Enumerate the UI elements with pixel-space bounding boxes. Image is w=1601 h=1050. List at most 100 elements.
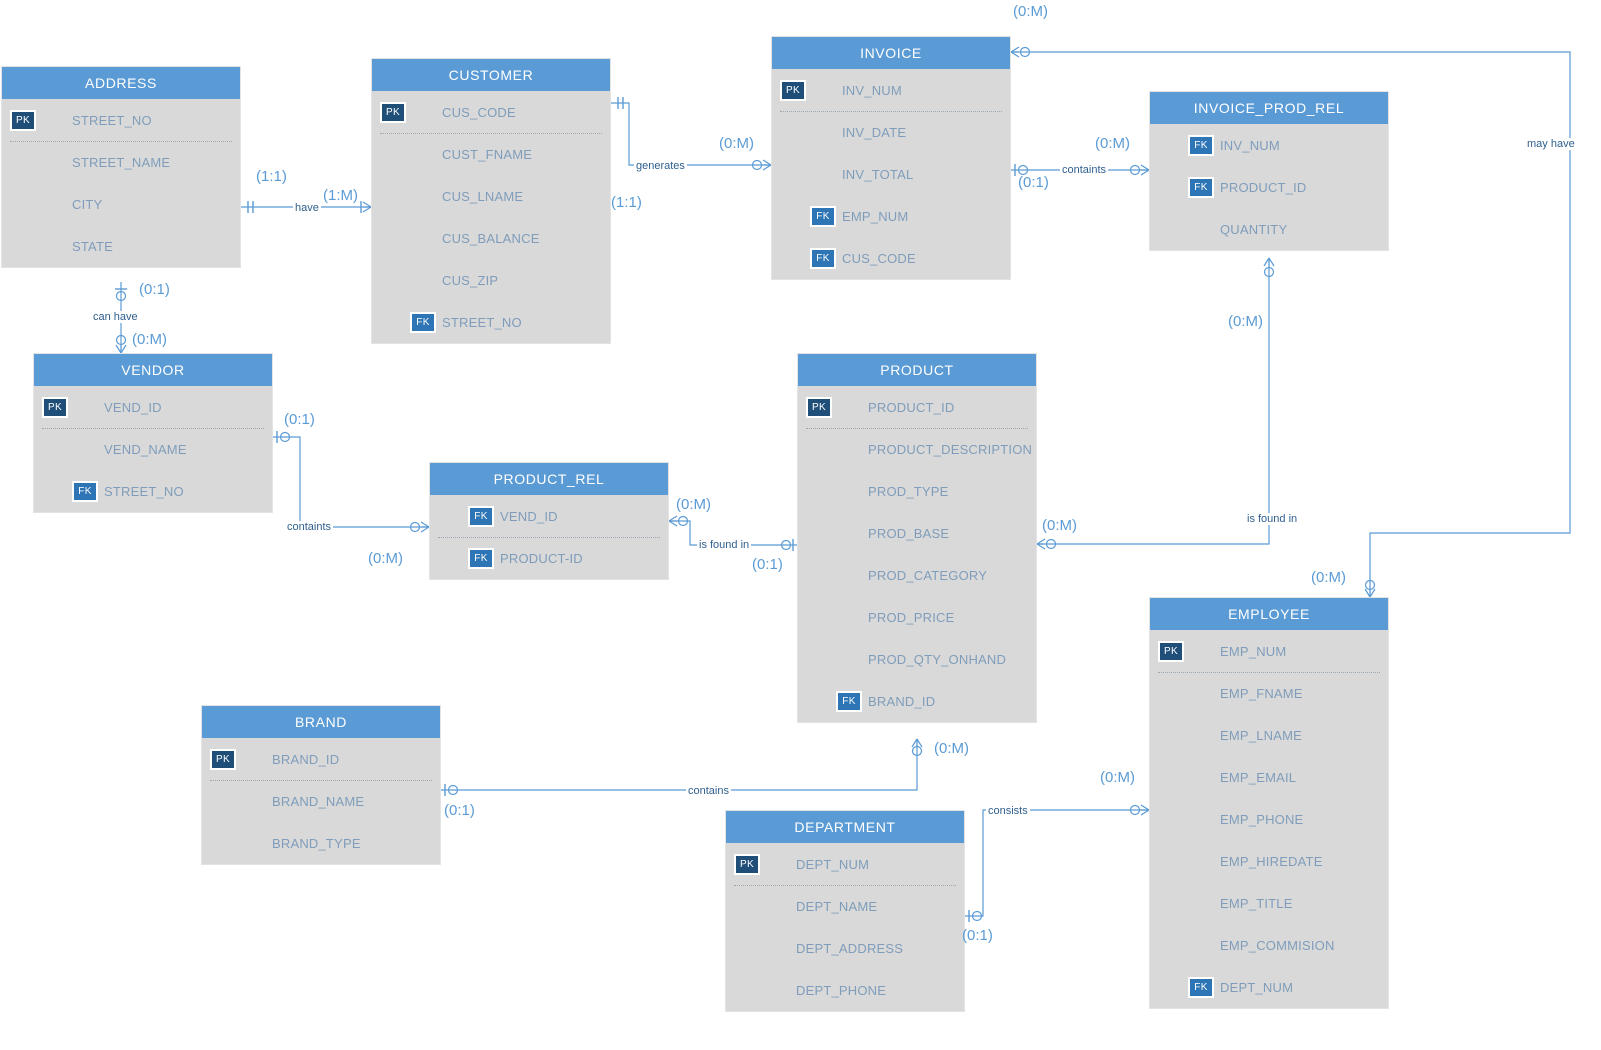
entity-title-customer: CUSTOMER xyxy=(372,59,610,91)
pk-separator xyxy=(10,141,232,142)
attribute-name: VEND_ID xyxy=(500,508,558,524)
attribute-row[interactable]: EMP_COMMISION xyxy=(1150,924,1388,966)
entity-title-product: PRODUCT xyxy=(798,354,1036,386)
attribute-name: VEND_ID xyxy=(104,399,162,415)
entity-title-invoice_prod_rel: INVOICE_PROD_REL xyxy=(1150,92,1388,124)
attribute-row[interactable]: QUANTITY xyxy=(1150,208,1388,250)
attribute-row[interactable]: PROD_BASE xyxy=(798,512,1036,554)
attribute-row[interactable]: CUST_FNAME xyxy=(372,133,610,175)
attribute-name: EMP_LNAME xyxy=(1220,727,1302,743)
entity-title-product_rel: PRODUCT_REL xyxy=(430,463,668,495)
attribute-row[interactable]: DEPT_PHONE xyxy=(726,969,964,1011)
attribute-row[interactable]: EMP_FNAME xyxy=(1150,672,1388,714)
attribute-row[interactable]: FK VEND_ID xyxy=(430,495,668,537)
attribute-name: DEPT_NUM xyxy=(1220,979,1294,995)
cardinality-c-product-right: (0:M) xyxy=(1042,517,1077,534)
cardinality-c-prodrel-01: (0:1) xyxy=(752,556,783,573)
relationship-verb-may-have: may have xyxy=(1525,138,1577,150)
cardinality-c-invoice-ipr-m: (0:M) xyxy=(1095,135,1130,152)
attribute-row[interactable]: BRAND_NAME xyxy=(202,780,440,822)
attribute-row[interactable]: DEPT_ADDRESS xyxy=(726,927,964,969)
attribute-row[interactable]: CITY xyxy=(2,183,240,225)
cardinality-c-vendor-01: (0:1) xyxy=(284,411,315,428)
attribute-row[interactable]: PROD_PRICE xyxy=(798,596,1036,638)
fk-badge-icon: FK xyxy=(468,505,494,527)
relationship-verb-have: have xyxy=(293,202,321,214)
attribute-name: EMP_HIREDATE xyxy=(1220,853,1323,869)
attribute-name: CITY xyxy=(72,196,103,212)
attribute-name: PROD_TYPE xyxy=(868,483,949,499)
pk-separator xyxy=(210,780,432,781)
pk-badge-icon: PK xyxy=(806,396,832,418)
cardinality-c-emp-top: (0:M) xyxy=(1311,569,1346,586)
attribute-row[interactable]: VEND_NAME xyxy=(34,428,272,470)
attribute-row[interactable]: INV_DATE xyxy=(772,111,1010,153)
attribute-row[interactable]: CUS_ZIP xyxy=(372,259,610,301)
relationship-verb-can-have: can have xyxy=(91,311,140,323)
entity-title-vendor: VENDOR xyxy=(34,354,272,386)
attribute-row[interactable]: STREET_NAME xyxy=(2,141,240,183)
attribute-row[interactable]: CUS_BALANCE xyxy=(372,217,610,259)
attribute-name: DEPT_PHONE xyxy=(796,982,887,998)
attribute-row[interactable]: PRODUCT_DESCRIPTION xyxy=(798,428,1036,470)
attribute-row[interactable]: CUS_LNAME xyxy=(372,175,610,217)
attribute-name: CUS_ZIP xyxy=(442,272,499,288)
attribute-row[interactable]: PROD_QTY_ONHAND xyxy=(798,638,1036,680)
attribute-row[interactable]: EMP_TITLE xyxy=(1150,882,1388,924)
attribute-row[interactable]: EMP_PHONE xyxy=(1150,798,1388,840)
pk-badge-icon: PK xyxy=(1158,640,1184,662)
cardinality-c-addr-cust-1m: (1:M) xyxy=(323,187,358,204)
attribute-row[interactable]: FK DEPT_NUM xyxy=(1150,966,1388,1008)
attribute-name: DEPT_ADDRESS xyxy=(796,940,904,956)
pk-separator xyxy=(780,111,1002,112)
fk-badge-icon: FK xyxy=(1188,134,1214,156)
attribute-row[interactable]: PK EMP_NUM xyxy=(1150,630,1388,672)
relationship-verb-is-found-in-r: is found in xyxy=(1245,513,1300,525)
fk-badge-icon: FK xyxy=(1188,976,1214,998)
attribute-row[interactable]: PROD_TYPE xyxy=(798,470,1036,512)
attribute-row[interactable]: EMP_EMAIL xyxy=(1150,756,1388,798)
attribute-row[interactable]: DEPT_NAME xyxy=(726,885,964,927)
attribute-row[interactable]: STATE xyxy=(2,225,240,267)
attribute-name: EMP_NUM xyxy=(1220,643,1287,659)
attribute-row[interactable]: EMP_LNAME xyxy=(1150,714,1388,756)
attribute-name: INV_TOTAL xyxy=(842,166,914,182)
attribute-name: STATE xyxy=(72,238,113,254)
attribute-row[interactable]: INV_TOTAL xyxy=(772,153,1010,195)
attribute-row[interactable]: BRAND_TYPE xyxy=(202,822,440,864)
attribute-row[interactable]: EMP_HIREDATE xyxy=(1150,840,1388,882)
attribute-row[interactable]: PROD_CATEGORY xyxy=(798,554,1036,596)
attribute-name: CUS_CODE xyxy=(442,104,516,120)
attribute-name: DEPT_NUM xyxy=(796,856,870,872)
attribute-name: BRAND_ID xyxy=(272,751,340,767)
